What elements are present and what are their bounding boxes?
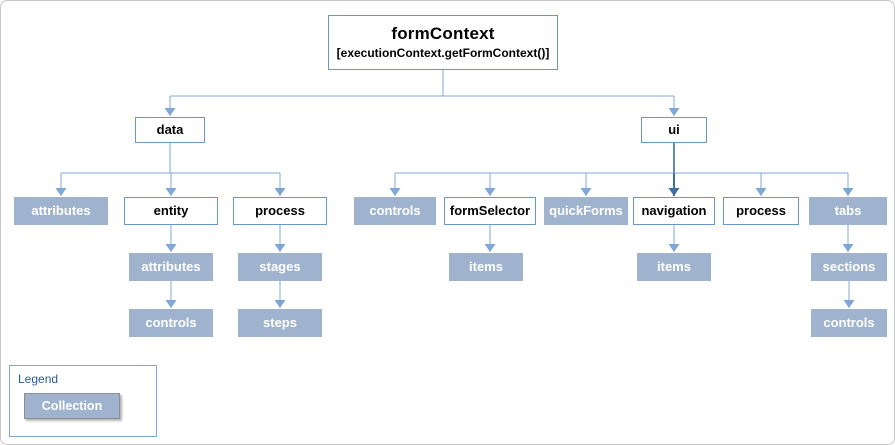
node-label: data bbox=[156, 121, 184, 137]
node-label: stages bbox=[259, 258, 301, 274]
legend: Legend Collection bbox=[9, 365, 157, 437]
node-ui[interactable]: ui bbox=[641, 117, 707, 143]
node-u-process[interactable]: process bbox=[723, 197, 799, 225]
node-label: formSelector bbox=[449, 202, 531, 218]
node-quickForms[interactable]: quickForms bbox=[544, 197, 628, 225]
node-entity[interactable]: entity bbox=[124, 197, 218, 225]
node-fs-items[interactable]: items bbox=[449, 253, 523, 281]
legend-swatch-collection: Collection bbox=[24, 393, 120, 419]
node-label: items bbox=[657, 258, 691, 274]
node-e-controls[interactable]: controls bbox=[129, 309, 213, 337]
node-t-sections[interactable]: sections bbox=[811, 253, 887, 281]
node-label: entity bbox=[153, 202, 189, 218]
node-d-attributes[interactable]: attributes bbox=[14, 197, 108, 225]
node-label: quickForms bbox=[549, 202, 623, 218]
node-label: steps bbox=[263, 314, 297, 330]
node-e-attributes[interactable]: attributes bbox=[129, 253, 213, 281]
node-label: process bbox=[255, 202, 305, 218]
node-nav-items[interactable]: items bbox=[637, 253, 711, 281]
node-data[interactable]: data bbox=[135, 117, 205, 143]
node-label: items bbox=[469, 258, 503, 274]
node-label: formContext bbox=[391, 24, 495, 44]
node-label: tabs bbox=[834, 202, 862, 218]
node-formSelector[interactable]: formSelector bbox=[444, 197, 536, 225]
node-navigation[interactable]: navigation bbox=[633, 197, 715, 225]
node-label: controls bbox=[145, 314, 197, 330]
node-label: process bbox=[736, 202, 786, 218]
node-sublabel: [executionContext.getFormContext()] bbox=[336, 45, 550, 60]
node-tabs[interactable]: tabs bbox=[809, 197, 887, 225]
node-s-controls[interactable]: controls bbox=[811, 309, 887, 337]
node-label: ui bbox=[668, 121, 680, 137]
node-d-process[interactable]: process bbox=[233, 197, 327, 225]
node-p-steps[interactable]: steps bbox=[238, 309, 322, 337]
node-label: navigation bbox=[641, 202, 707, 218]
node-label: attributes bbox=[141, 258, 201, 274]
node-label: controls bbox=[369, 202, 421, 218]
node-formContext[interactable]: formContext[executionContext.getFormCont… bbox=[328, 15, 558, 70]
legend-title: Legend bbox=[18, 372, 59, 386]
node-p-stages[interactable]: stages bbox=[238, 253, 322, 281]
node-label: sections bbox=[822, 258, 876, 274]
node-label: controls bbox=[823, 314, 875, 330]
node-u-controls[interactable]: controls bbox=[354, 197, 436, 225]
node-label: attributes bbox=[31, 202, 91, 218]
